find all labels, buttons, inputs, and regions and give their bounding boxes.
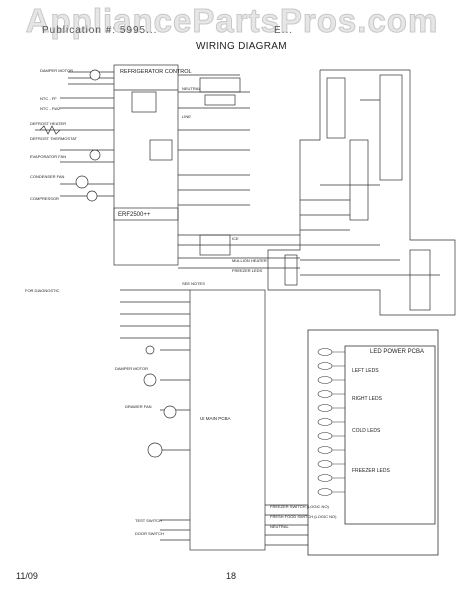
evaporator-fan-symbol bbox=[89, 149, 101, 161]
led-section-1: RIGHT LEDS bbox=[352, 396, 383, 402]
lower-schematic bbox=[120, 289, 308, 551]
left-comp-0: DAMPER MOTOR bbox=[40, 68, 73, 73]
harness-region bbox=[267, 69, 456, 316]
damper-motor-symbol bbox=[89, 69, 101, 81]
publication-number: Publication #: 5995... bbox=[42, 25, 158, 36]
lower-connector-symbol bbox=[145, 345, 155, 355]
led-section-2: COLD LEDS bbox=[352, 428, 381, 434]
right-term-3: MULLION HEATER bbox=[232, 258, 267, 263]
lower-bottom-1: DOOR SWITCH bbox=[135, 531, 164, 536]
left-comp-7: COMPRESSOR bbox=[30, 196, 59, 201]
led-bottom-2: NEUTRAL bbox=[270, 524, 289, 529]
led-connectors bbox=[317, 348, 333, 496]
led-connector-leads bbox=[332, 351, 345, 493]
page-number: 18 bbox=[226, 571, 237, 581]
ui-main-pcba-label: UI MAIN PCBA bbox=[200, 416, 231, 421]
lower-notes-header: FOR DIAGNOSTIC bbox=[25, 288, 60, 293]
board-id-label: ERF2500++ bbox=[118, 212, 151, 218]
lower-comp-1: DRAWER FAN bbox=[125, 404, 152, 409]
left-comp-3: DEFROST HEATER bbox=[30, 121, 66, 126]
left-comp-2: NTC - FWZ bbox=[40, 106, 61, 111]
led-power-pcba bbox=[307, 329, 439, 556]
led-panel-title: LED POWER PCBA bbox=[370, 349, 424, 355]
led-bottom-1: FRESH FOOD SWITCH (LOGIC NO) bbox=[270, 514, 337, 519]
led-section-3: FREEZER LEDS bbox=[352, 468, 390, 474]
ui-main-pcba-board bbox=[189, 289, 266, 551]
lower-comp-0: DAMPER MOTOR bbox=[115, 366, 148, 371]
led-section-0: LEFT LEDS bbox=[352, 368, 379, 374]
right-term-0: NEUTRAL bbox=[182, 86, 201, 91]
lower-bottom-0: TEST SWITCH bbox=[135, 518, 162, 523]
right-term-1: LINE bbox=[182, 114, 191, 119]
lower-damper-motor-symbol bbox=[143, 373, 157, 387]
upper-schematic bbox=[35, 64, 300, 269]
left-comp-6: CONDENSER FAN bbox=[30, 174, 65, 179]
see-notes: SEE NOTES bbox=[182, 281, 205, 286]
compressor-symbol bbox=[86, 190, 98, 202]
defrost-heater-symbol bbox=[39, 125, 61, 135]
footer-date: 11/09 bbox=[16, 571, 38, 581]
right-term-4: FREEZER LEDS bbox=[232, 268, 263, 273]
condenser-fan-symbol bbox=[75, 175, 89, 189]
left-comp-5: EVAPORATOR FAN bbox=[30, 154, 66, 159]
left-comp-4: DEFROST THERMOSTAT bbox=[30, 136, 78, 141]
control-board-label: REFRIGERATOR CONTROL bbox=[120, 69, 192, 75]
watermark: AppliancePartsPros.com bbox=[25, 2, 439, 40]
drawer-fan-symbol bbox=[163, 405, 177, 419]
led-bottom-0: FREEZER SWITCH (LOGIC NO) bbox=[270, 504, 330, 509]
page-title: WIRING DIAGRAM bbox=[196, 41, 287, 52]
lower-fan-symbol bbox=[147, 442, 163, 458]
left-comp-1: NTC - FF bbox=[40, 96, 57, 101]
right-term-2: ICE bbox=[232, 236, 239, 241]
model-number: E... bbox=[274, 25, 294, 36]
refrigerator-control-board bbox=[113, 64, 179, 266]
